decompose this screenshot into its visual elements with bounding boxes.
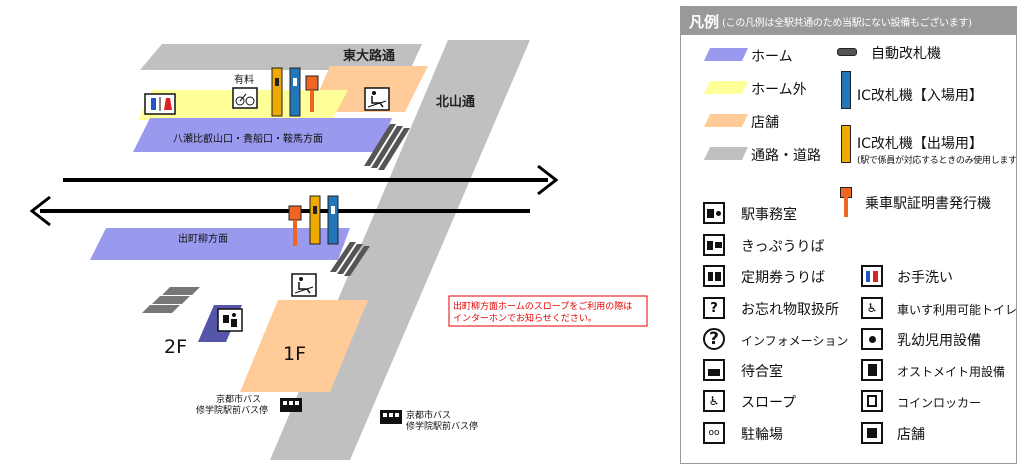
- legend-swatch-shop: [703, 114, 749, 127]
- certificate-machine: [288, 205, 302, 246]
- ic-exit-gate: [271, 67, 283, 117]
- commuter-pass-icon: [703, 265, 725, 287]
- legend-subtitle: (この凡例は全駅共通のため当駅にない設備もございます): [722, 17, 972, 29]
- legend-label-road: 通路・道路: [751, 148, 821, 164]
- ostomate-icon: [861, 359, 883, 381]
- ic-exit-gate-icon: [841, 125, 851, 163]
- legend-label-ostomate: オストメイト用設備: [897, 365, 1006, 379]
- shop-icon: [861, 422, 883, 444]
- track-rightbound: [63, 164, 559, 196]
- auto-gate-icon: [837, 48, 857, 56]
- platform-label-upbound: 八瀬比叡山口・貴船口・鞍馬方面: [173, 132, 323, 145]
- station-map: 東大路通 北山通 八瀬比叡山口・貴船口・鞍馬方面 出町柳方面 有料: [29, 40, 648, 460]
- legend-label-ic-entry: IC改札機【入場用】: [857, 88, 983, 104]
- street-label-kitayama: 北山通: [436, 94, 475, 110]
- legend-label-bicycle-parking: 駐輪場: [741, 427, 783, 443]
- bicycle-parking-legend-icon: oo: [703, 422, 725, 444]
- legend-swatch-road: [703, 147, 749, 160]
- legend-label-outside-platform: ホーム外: [751, 82, 807, 98]
- stairs-2f: [142, 287, 200, 313]
- ic-entry-gate: [289, 67, 301, 117]
- notice-line-2: インターホンでお知らせください。: [453, 312, 597, 324]
- legend-title: 凡例: [689, 12, 720, 31]
- legend-label-accessible-toilet: 車いす利用可能トイレ: [897, 303, 1017, 317]
- bus-stop-icon: [380, 410, 402, 424]
- notice-line-1: 出町柳方面ホームのスロープをご利用の際は: [453, 300, 632, 312]
- floor-label-1f: 1F: [283, 343, 306, 365]
- platform-upbound: [133, 118, 392, 152]
- legend-label-shop-area: 店舗: [751, 115, 779, 131]
- legend-header: 凡例 (この凡例は全駅共通のため当駅にない設備もございます): [681, 7, 1016, 35]
- legend-label-slope: スロープ: [741, 395, 797, 411]
- legend-label-coin-locker: コインロッカー: [897, 396, 982, 410]
- bus-stop-label-line2: 修学院駅前バス停: [406, 420, 478, 432]
- station-office-icon: [703, 202, 725, 224]
- bicycle-parking-icon: [232, 87, 258, 109]
- stairs-downbound: [330, 242, 370, 276]
- stairs-upper: [364, 124, 410, 170]
- legend-label-shop: 店舗: [897, 427, 925, 443]
- legend-label-station-office: 駅事務室: [741, 207, 797, 223]
- slope-icon: [291, 273, 317, 297]
- platform-label-downbound: 出町柳方面: [178, 232, 228, 245]
- lost-found-icon: ?: [703, 297, 725, 319]
- paid-area-label: 有料: [234, 73, 254, 86]
- certificate-machine: [305, 75, 319, 112]
- bus-stop-label-line1: 京都市バス: [406, 409, 451, 421]
- slope-legend-icon: ♿: [703, 390, 725, 412]
- information-icon: ?: [703, 328, 725, 350]
- legend-label-ticket-office: きっぷうりば: [741, 239, 825, 255]
- legend-swatch-platform: [703, 48, 749, 61]
- ic-exit-gate: [309, 195, 321, 245]
- baby-room-icon: [861, 328, 883, 350]
- track-leftbound: [29, 195, 530, 227]
- street-label-higashioji: 東大路通: [343, 48, 395, 64]
- legend-label-commuter-pass: 定期券うりば: [741, 270, 825, 286]
- legend-label-waiting-room: 待合室: [741, 364, 783, 380]
- legend-swatch-outside-platform: [703, 81, 749, 94]
- legend-label-baby-room: 乳幼児用設備: [897, 333, 981, 349]
- shop-area-1f: [240, 300, 368, 392]
- waiting-room-icon: [703, 359, 725, 381]
- ic-entry-gate: [327, 195, 339, 245]
- accessible-toilet-icon: ♿: [861, 297, 883, 319]
- legend-label-certificate: 乗車駅証明書発行機: [865, 196, 991, 212]
- restroom-icon: [144, 93, 176, 115]
- legend-label-auto-gate: 自動改札機: [871, 46, 941, 62]
- coin-locker-icon: [861, 390, 883, 412]
- ticket-office-icon: [703, 234, 725, 256]
- certificate-machine-pole: [844, 197, 848, 217]
- legend-label-lost-found: お忘れ物取扱所: [741, 302, 839, 318]
- floor-label-2f: 2F: [164, 336, 187, 358]
- bus-stop-icon: [280, 398, 302, 412]
- slope-icon: [364, 87, 390, 111]
- legend-label-ic-exit: IC改札機【出場用】: [857, 136, 983, 152]
- road-higashioji-dori: [140, 44, 422, 70]
- legend-note-ic-exit: (駅で係員が対応するときのみ使用します): [857, 156, 1017, 166]
- bus-stop-label-line1: 京都市バス: [216, 393, 261, 405]
- legend-panel: 凡例 (この凡例は全駅共通のため当駅にない設備もございます) ホーム ホーム外 …: [680, 6, 1017, 464]
- bus-stop-label-line2: 修学院駅前バス停: [196, 404, 268, 416]
- platform-downbound: [90, 228, 350, 260]
- notice-box: [448, 295, 648, 327]
- legend-label-platform: ホーム: [751, 49, 793, 65]
- ic-entry-gate-icon: [841, 71, 851, 109]
- commuter-pass-office-icon: [217, 308, 243, 332]
- legend-label-restroom: お手洗い: [897, 270, 953, 286]
- legend-label-information: インフォメーション: [741, 334, 849, 348]
- restroom-legend-icon: [861, 265, 883, 287]
